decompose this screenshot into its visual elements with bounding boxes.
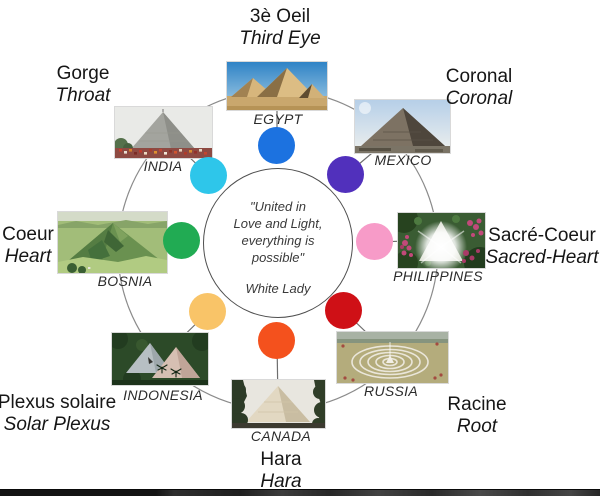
- indonesia-pyramids-photo: [111, 332, 209, 386]
- cropped-window-edge: [0, 489, 600, 496]
- india-pyramid-photo: [114, 106, 213, 159]
- canada-pyramid-photo: [231, 379, 326, 429]
- root-dot: [325, 292, 362, 329]
- chakra-label-crown: Coronal Coronal: [446, 66, 513, 111]
- mexico-pyramid-photo: [354, 99, 451, 154]
- chakra-name-fr: Gorge: [56, 63, 110, 84]
- chakra-label-hara: Hara Hara: [260, 449, 301, 494]
- chakra-label-sacred-heart: Sacré-Coeur Sacred-Heart: [486, 225, 599, 270]
- center-author: White Lady: [245, 281, 311, 297]
- chakra-name-fr: Coronal: [445, 66, 513, 87]
- third-eye-dot: [258, 127, 295, 164]
- chakra-name-fr: Hara: [260, 449, 302, 470]
- chakra-label-third-eye: 3è Oeil Third Eye: [239, 6, 320, 51]
- egypt-pyramids-photo: [226, 61, 328, 111]
- chakra-name-en: Solar Plexus: [3, 414, 111, 436]
- chakra-name-en: Coronal: [445, 88, 513, 110]
- bosnia-pyramid-hill-photo: [57, 211, 168, 274]
- chakra-name-fr: Sacré-Coeur: [488, 225, 596, 246]
- solar-plexus-dot: [189, 293, 226, 330]
- sacred-heart-dot: [356, 223, 393, 260]
- chakra-name-en: Third Eye: [239, 28, 321, 50]
- country-label-russia: RUSSIA: [364, 383, 418, 399]
- country-label-philippines: PHILIPPINES: [393, 268, 483, 284]
- chakra-name-fr: Plexus solaire: [0, 392, 117, 413]
- chakra-name-fr: Coeur: [2, 224, 54, 245]
- center-quote-circle: "United in Love and Light, everything is…: [203, 168, 353, 318]
- chakra-label-heart: Coeur Heart: [2, 224, 54, 269]
- crown-dot: [327, 156, 364, 193]
- russia-labyrinth-photo: [336, 331, 449, 384]
- chakra-label-root: Racine Root: [447, 394, 506, 439]
- heart-dot: [163, 222, 200, 259]
- chakra-label-solar-plexus: Plexus solaire Solar Plexus: [0, 392, 116, 437]
- chakra-name-fr: 3è Oeil: [249, 6, 311, 27]
- country-label-canada: CANADA: [250, 428, 312, 444]
- hara-dot: [258, 322, 295, 359]
- chakra-name-en: Hara: [260, 471, 302, 493]
- country-label-egypt: EGYPT: [253, 111, 303, 127]
- country-label-bosnia: BOSNIA: [97, 273, 153, 289]
- philippines-pyramid-photo: [397, 212, 486, 269]
- center-quote: "United in Love and Light, everything is…: [233, 198, 323, 266]
- chakra-name-en: Root: [456, 416, 498, 438]
- country-label-mexico: MEXICO: [374, 152, 432, 168]
- country-label-indonesia: INDONESIA: [123, 387, 203, 403]
- chakra-name-en: Sacred-Heart: [485, 247, 599, 269]
- country-label-india: INDIA: [143, 158, 183, 174]
- throat-dot: [190, 157, 227, 194]
- chakra-name-en: Throat: [55, 85, 111, 107]
- chakra-name-fr: Racine: [447, 394, 507, 415]
- chakra-name-en: Heart: [4, 246, 52, 268]
- chakra-label-throat: Gorge Throat: [56, 63, 111, 108]
